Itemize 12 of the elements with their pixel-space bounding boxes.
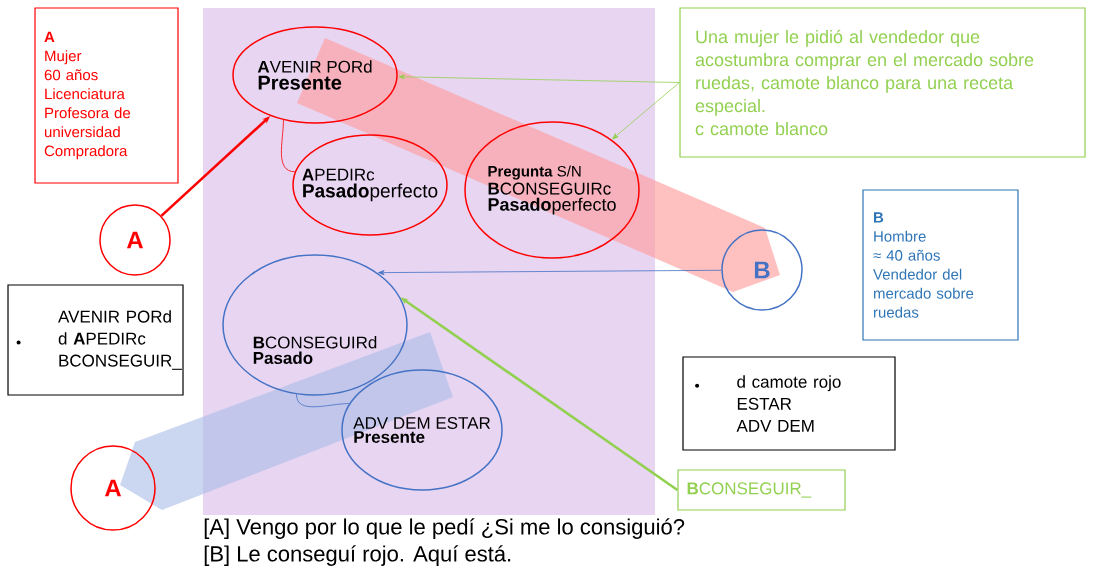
notes-box: AVENIR PORd d APEDIRc BCONSEGUIR_: [7, 284, 184, 396]
dialogue-line: [B] Le conseguí rojo. Aquí está.: [204, 545, 511, 566]
profile-box: B Hombre ≈ 40 años Vendedor del mercado sobre ruedas: [862, 189, 1019, 341]
notes-box: d camote rojo ESTAR ADV DEM: [682, 356, 896, 451]
profile-box: A Mujer 60 años Licenciatura Profesora de universidad Compradora: [34, 7, 179, 184]
term-box: BCONSEGUIR_: [677, 469, 846, 511]
dialogue-line: [A] Vengo por lo que le pedí ¿Si me lo consiguió?: [204, 518, 685, 539]
context-box: Una mujer le pidió al vendedor que acostumbra comprar en el mercado sobre ruedas, camote blanco para una receta especial. c camote blanco: [679, 7, 1086, 158]
arrow: [378, 269, 722, 276]
arrow: [398, 74, 680, 83]
connector-line: [281, 119, 296, 173]
arrow: [612, 82, 680, 140]
